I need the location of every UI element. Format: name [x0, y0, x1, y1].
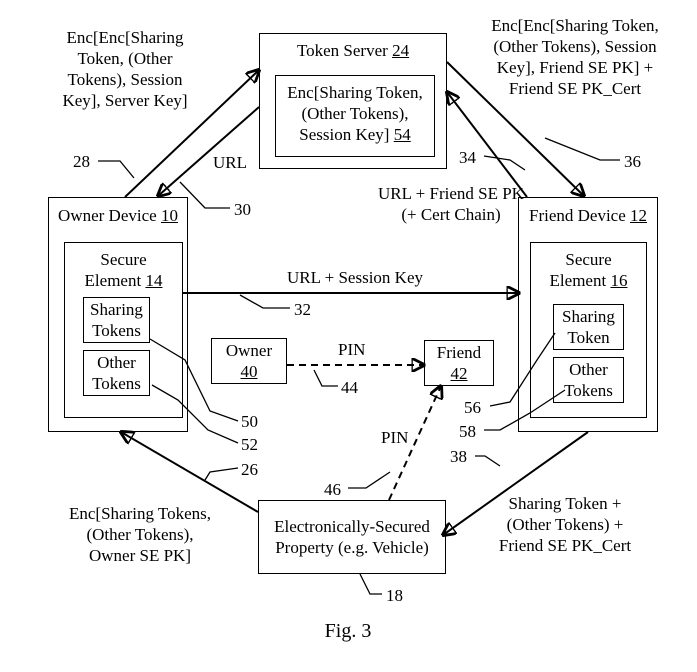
ref-30: 30 — [234, 200, 251, 219]
friend-person-label: Friend 42 — [436, 343, 482, 383]
msg-property-to-owner: Enc[Sharing Tokens, (Other Tokens), Owne… — [68, 504, 212, 565]
figure-caption: Fig. 3 — [324, 620, 372, 642]
friend-device-box — [518, 197, 658, 432]
msg-owner-to-server: Enc[Enc[Sharing Token, (Other Tokens), S… — [62, 28, 188, 110]
owner-secure-element-box — [64, 242, 183, 418]
owner-person-box — [211, 338, 287, 384]
ref-18: 18 — [386, 586, 403, 605]
leader-44 — [313, 369, 338, 387]
msg-url: URL — [213, 153, 247, 172]
owner-sharing-tokens-box — [83, 297, 150, 343]
owner-device-box — [48, 197, 188, 432]
owner-other-tokens-box — [83, 350, 150, 396]
leader-32 — [239, 294, 290, 309]
msg-server-to-friend: Enc[Enc[Sharing Token, (Other Tokens), S… — [491, 16, 659, 98]
ref-36: 36 — [624, 152, 641, 171]
owner-secure-element-label: Secure Element 14 — [84, 250, 163, 290]
encrypted-token-package-box — [275, 75, 435, 157]
friend-secure-element-label: Secure Element 16 — [549, 250, 628, 290]
friend-other-tokens-label: Other Tokens — [564, 360, 613, 400]
friend-other-tokens-box — [553, 357, 624, 403]
arrow-pin-property-dashed — [388, 386, 441, 501]
friend-secure-element-box — [530, 242, 647, 418]
msg-owner-to-friend: URL + Session Key — [287, 268, 423, 287]
leader-56 — [489, 332, 556, 407]
leader-26 — [204, 467, 239, 481]
encrypted-token-package-text: Enc[Sharing Token, (Other Tokens), Sessi… — [287, 83, 423, 144]
token-server-box — [259, 33, 447, 169]
ref-44: 44 — [341, 378, 358, 397]
ref-46: 46 — [324, 480, 341, 499]
leader-30 — [179, 181, 230, 209]
friend-sharing-token-label: Sharing Token — [562, 307, 615, 347]
ref-52: 52 — [241, 435, 258, 454]
owner-sharing-tokens-label: Sharing Tokens — [90, 300, 143, 340]
msg-pin-owner-friend: PIN — [338, 340, 366, 359]
secured-property-box — [258, 500, 446, 574]
ref-26: 26 — [241, 460, 258, 479]
owner-other-tokens-label: Other Tokens — [92, 353, 141, 393]
leader-36 — [544, 137, 620, 161]
friend-sharing-token-box — [553, 304, 624, 350]
ref-56: 56 — [464, 398, 481, 417]
leader-50 — [149, 338, 239, 422]
leader-46 — [348, 471, 391, 489]
leader-58 — [484, 389, 566, 431]
leader-28 — [98, 160, 135, 179]
arrow-friend-to-property — [443, 431, 589, 535]
ref-32: 32 — [294, 300, 311, 319]
ref-38: 38 — [450, 447, 467, 466]
msg-pin-property: PIN — [381, 428, 409, 447]
arrow-server-to-friend — [446, 61, 584, 196]
arrow-property-to-owner — [121, 432, 259, 513]
leader-52 — [151, 384, 239, 444]
owner-person-label: Owner 40 — [225, 341, 273, 381]
token-server-title: Token Server 24 — [296, 41, 410, 60]
leader-18 — [359, 573, 382, 595]
ref-28: 28 — [73, 152, 90, 171]
owner-device-title: Owner Device 10 — [58, 206, 178, 225]
arrow-friend-to-server — [447, 92, 528, 198]
leader-34 — [483, 155, 526, 171]
ref-50: 50 — [241, 412, 258, 431]
leader-38 — [475, 455, 501, 467]
arrow-server-to-owner — [158, 106, 260, 196]
arrow-owner-to-server — [124, 70, 259, 198]
friend-person-box — [424, 340, 494, 386]
secured-property-label: Electronically-Secured Property (e.g. Ve… — [274, 517, 430, 557]
msg-friend-to-property: Sharing Token + (Other Tokens) + Friend … — [498, 494, 632, 555]
friend-device-title: Friend Device 12 — [528, 206, 648, 225]
msg-friend-to-server: URL + Friend SE PK (+ Cert Chain) — [378, 184, 524, 224]
ref-58: 58 — [459, 422, 476, 441]
ref-34: 34 — [459, 148, 476, 167]
